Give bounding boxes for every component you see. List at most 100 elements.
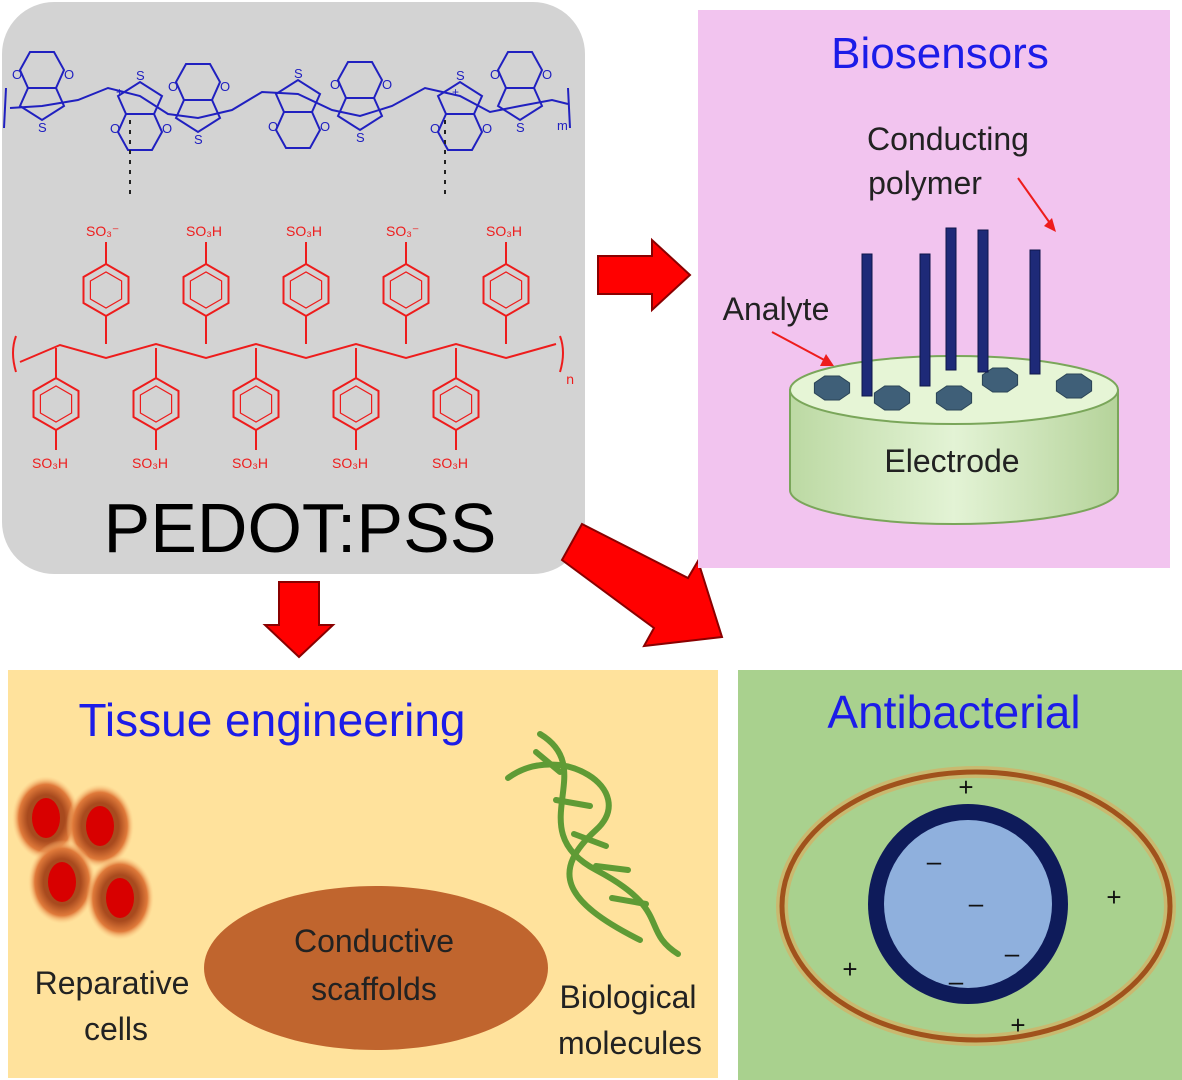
conductive-scaffolds-label-line1: Conductive — [294, 923, 454, 959]
pss-benzene-inner — [239, 385, 273, 423]
negative-charge-4: – — [949, 966, 964, 996]
pedot-charge-2: + — [452, 85, 459, 99]
pss-sulfonate-label: SO₃⁻ — [86, 223, 119, 239]
pedot-oxygen-atom: O — [542, 67, 552, 82]
pedot-oxygen-atom: O — [382, 77, 392, 92]
positive-charge-3: + — [842, 954, 857, 984]
pedot-pss-label: PEDOT:PSS — [104, 489, 497, 567]
analyte-particle — [981, 367, 1019, 393]
pedot-thiophene-ring — [336, 97, 384, 132]
pedot-pss-panel-background — [2, 2, 585, 574]
pedot-dioxane-ring — [18, 51, 66, 89]
positive-charge-4: + — [1010, 1010, 1025, 1040]
pss-sulfonate-label: SO₃H — [486, 223, 522, 239]
pedot-dioxane-ring — [274, 111, 322, 149]
pedot-sulfur-atom: S — [294, 66, 303, 81]
positive-charge-2: + — [1106, 882, 1121, 912]
polymer-pointer-arrowhead — [1044, 218, 1056, 232]
polymer-pointer-arrow — [1017, 177, 1053, 227]
pedot-thiophene-ring — [116, 80, 164, 115]
biosensors-panel: Biosensors Conducting polymer Analyte El… — [698, 10, 1170, 568]
pedot-dioxane-ring — [496, 51, 544, 89]
pedot-dioxane-ring — [436, 113, 484, 151]
cell-1 — [12, 776, 80, 860]
pedot-thiophene-ring — [496, 87, 544, 122]
conducting-polymer-label-line2: polymer — [868, 165, 982, 201]
pss-repeat-n: n — [566, 373, 574, 388]
pedot-thiophene-ring — [274, 78, 322, 113]
pedot-sulfur-atom: S — [516, 120, 525, 135]
pedot-thiophene-ring — [18, 87, 66, 122]
pedot-sulfur-atom: S — [38, 120, 47, 135]
pedot-dioxane-ring — [116, 113, 164, 151]
pss-sulfonic-acid-label: SO₃H — [332, 455, 368, 471]
pedot-oxygen-atom: O — [64, 67, 74, 82]
pss-sulfonic-acid-label: SO₃H — [132, 455, 168, 471]
pedot-oxygen-atom: O — [430, 121, 440, 136]
negative-charge-3: – — [1005, 938, 1020, 968]
pedot-oxygen-atom: O — [330, 77, 340, 92]
analyte-particle — [873, 385, 911, 411]
negative-charge-1: – — [927, 846, 942, 876]
dna-double-helix-icon — [505, 731, 681, 957]
tissue-engineering-panel: Tissue engineering Reparative cells Cond… — [8, 670, 718, 1078]
pedot-dioxane-ring — [336, 61, 384, 99]
analyte-particle — [1055, 373, 1093, 399]
pss-benzene-inner — [89, 271, 123, 309]
arrow-to-tissue-engineering — [262, 581, 336, 659]
tissue-engineering-title: Tissue engineering — [79, 694, 466, 746]
analyte-particles — [813, 367, 1093, 411]
conducting-polymer-rod — [977, 229, 989, 373]
bacterium-cytoplasm — [884, 820, 1052, 988]
pedot-oxygen-atom: O — [220, 79, 230, 94]
arrow-to-biosensors — [597, 237, 692, 313]
analyte-pointer-arrowhead — [820, 354, 834, 366]
analyte-particle — [935, 385, 973, 411]
electrode-side — [789, 389, 1119, 525]
pss-chain-structure — [12, 242, 564, 450]
reparative-cells-label-line2: cells — [84, 1011, 148, 1047]
pss-sulfonic-acid-label: SO₃H — [432, 455, 468, 471]
cell-4 — [86, 856, 154, 940]
bacterium-outer-membrane — [779, 769, 1173, 1043]
antibacterial-panel: Antibacterial + + + + – – – – — [738, 670, 1182, 1080]
pss-benzene-inner — [189, 271, 223, 309]
pss-benzene-inner — [339, 385, 373, 423]
conducting-polymer-rod — [1029, 249, 1041, 375]
pss-sulfonate-label: SO₃H — [186, 223, 222, 239]
polymer-rods — [861, 227, 1041, 397]
pss-benzene-ring — [182, 262, 230, 318]
arrow-to-antibacterial — [560, 522, 724, 648]
arrows — [262, 237, 724, 659]
conducting-polymer-label-line1: Conducting — [867, 121, 1029, 157]
analyte-particle — [813, 375, 851, 401]
pss-benzene-ring — [382, 262, 430, 318]
pss-sulfonate-label: SO₃H — [286, 223, 322, 239]
pss-benzene-inner — [39, 385, 73, 423]
pss-sulfonic-acid-label: SO₃H — [32, 455, 68, 471]
cell-3 — [28, 840, 96, 924]
pss-benzene-ring — [482, 262, 530, 318]
pedot-chain-structure — [3, 51, 571, 151]
pss-benzene-inner — [439, 385, 473, 423]
conducting-polymer-rod — [861, 253, 873, 397]
conductive-scaffold-shape — [204, 886, 548, 1050]
pedot-sulfur-atom: S — [456, 68, 465, 83]
biosensors-title: Biosensors — [831, 29, 1049, 78]
pedot-sulfur-atom: S — [194, 132, 203, 147]
pedot-oxygen-atom: O — [110, 121, 120, 136]
pss-benzene-inner — [389, 271, 423, 309]
pss-sulfonate-label: SO₃⁻ — [386, 223, 419, 239]
pss-benzene-inner — [139, 385, 173, 423]
positive-charge-1: + — [958, 772, 973, 802]
electrode-label: Electrode — [884, 443, 1019, 479]
conducting-polymer-rod — [919, 253, 931, 387]
cell-2 — [66, 784, 134, 868]
antibacterial-title: Antibacterial — [827, 686, 1080, 738]
pedot-oxygen-atom: O — [168, 79, 178, 94]
pedot-oxygen-atom: O — [268, 119, 278, 134]
pedot-oxygen-atom: O — [12, 67, 22, 82]
pss-benzene-inner — [489, 271, 523, 309]
biological-molecules-label-line1: Biological — [560, 979, 697, 1015]
